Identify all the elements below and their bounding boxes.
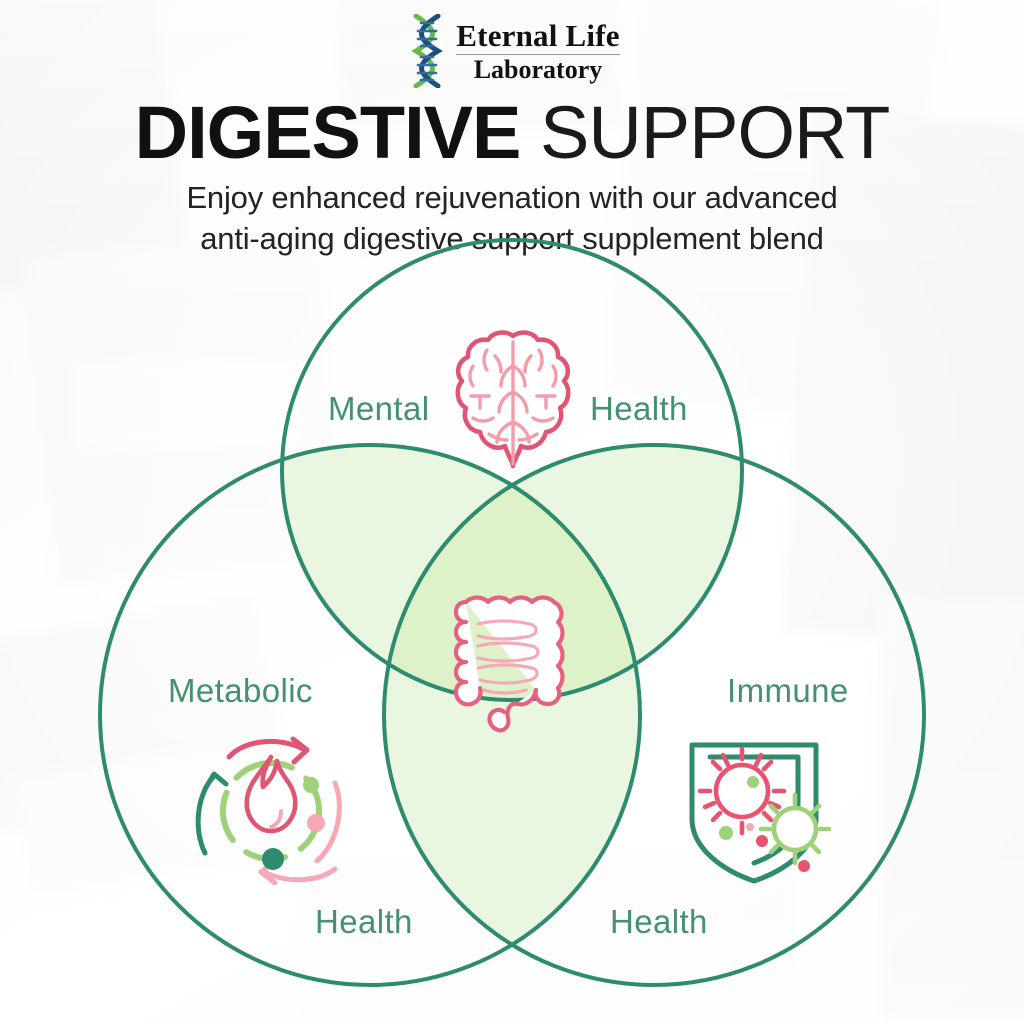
venn-label-immune-health: Health	[610, 903, 708, 940]
brand-divider	[456, 53, 620, 55]
venn-label-mental-health: Health	[590, 390, 688, 427]
brain-icon	[455, 330, 571, 469]
venn-label-mental: Mental	[328, 390, 430, 427]
brand-name-line1: Eternal Life	[456, 17, 620, 53]
venn-circle-mental[interactable]	[280, 238, 744, 702]
brand-logo: Eternal Life Laboratory	[0, 14, 1024, 88]
page-title-bold: DIGESTIVE	[134, 91, 522, 174]
intestine-icon	[453, 595, 565, 733]
page-subtitle-line1: Enjoy enhanced rejuvenation with our adv…	[186, 180, 838, 215]
venn-circle-metabolic[interactable]	[98, 443, 642, 987]
page-title: DIGESTIVE SUPPORT	[0, 96, 1024, 170]
venn-label-metabolic: Metabolic	[168, 672, 313, 709]
page-title-light: SUPPORT	[520, 91, 890, 174]
immune-shield-icon	[689, 742, 832, 884]
venn-label-metabolic-health: Health	[315, 903, 413, 940]
venn-circle-immune[interactable]	[382, 443, 926, 987]
dna-helix-icon	[411, 14, 444, 88]
brand-name-line2: Laboratory	[473, 54, 603, 84]
metabolism-flame-icon	[195, 736, 342, 885]
venn-label-immune: Immune	[727, 672, 849, 709]
venn-overlap-regions	[282, 445, 742, 985]
